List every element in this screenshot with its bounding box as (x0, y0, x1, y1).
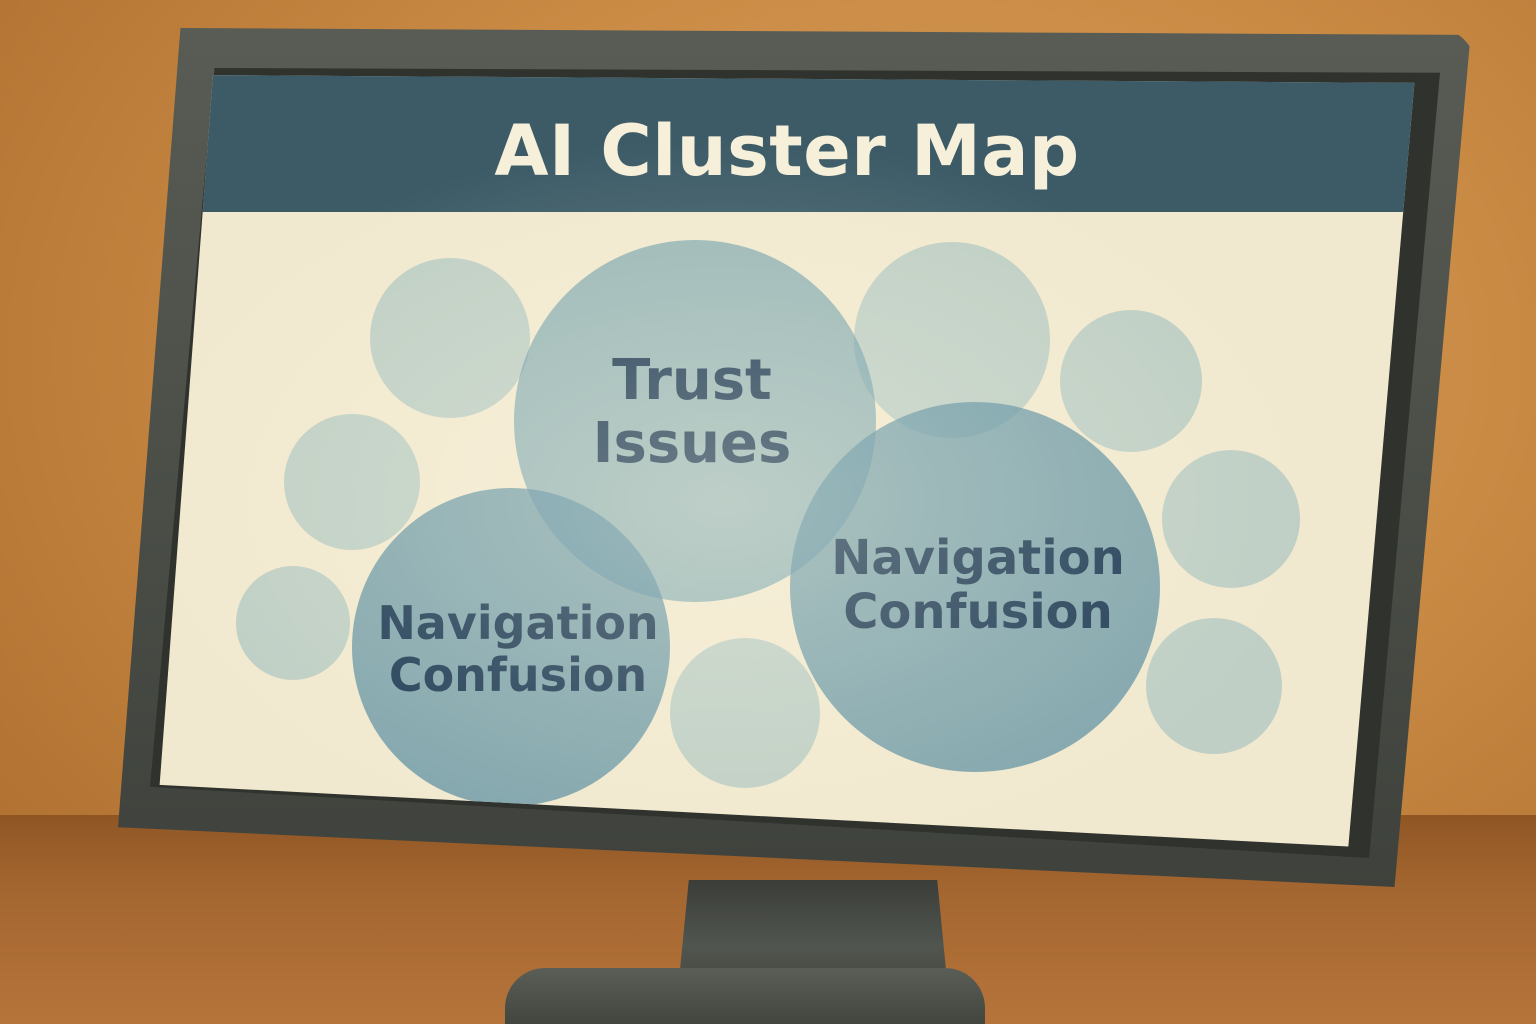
cluster-label-navigation-confusion-right: Navigation Confusion (828, 530, 1128, 640)
cluster-label-navigation-confusion-left: Navigation Confusion (368, 596, 668, 702)
cluster-label-trust-issues: Trust Issues (552, 348, 832, 476)
monitor-screen: AI Cluster Map Trust Issues Navigation C… (159, 75, 1415, 847)
cluster-bubble-small[interactable] (284, 414, 420, 550)
cluster-bubble-small[interactable] (1060, 310, 1202, 452)
cluster-bubble-small[interactable] (1146, 618, 1282, 754)
cluster-label-line: Navigation (377, 596, 659, 650)
cluster-bubble-small[interactable] (370, 258, 530, 418)
cluster-bubble-navigation-confusion-left[interactable] (352, 488, 670, 806)
cluster-label-line: Trust (612, 348, 772, 413)
cluster-label-line: Confusion (843, 583, 1113, 640)
page-title: AI Cluster Map (494, 110, 1080, 192)
cluster-bubble-small[interactable] (670, 638, 820, 788)
cluster-label-line: Navigation (831, 530, 1125, 586)
header-bar: AI Cluster Map (159, 75, 1415, 212)
cluster-bubble-small[interactable] (236, 566, 350, 680)
cluster-bubble-small[interactable] (1162, 450, 1300, 588)
cluster-label-line: Confusion (388, 647, 648, 702)
cluster-bubble-navigation-confusion-right[interactable] (790, 402, 1160, 772)
monitor-stand-base (505, 968, 985, 1024)
cluster-label-line: Issues (592, 410, 792, 476)
